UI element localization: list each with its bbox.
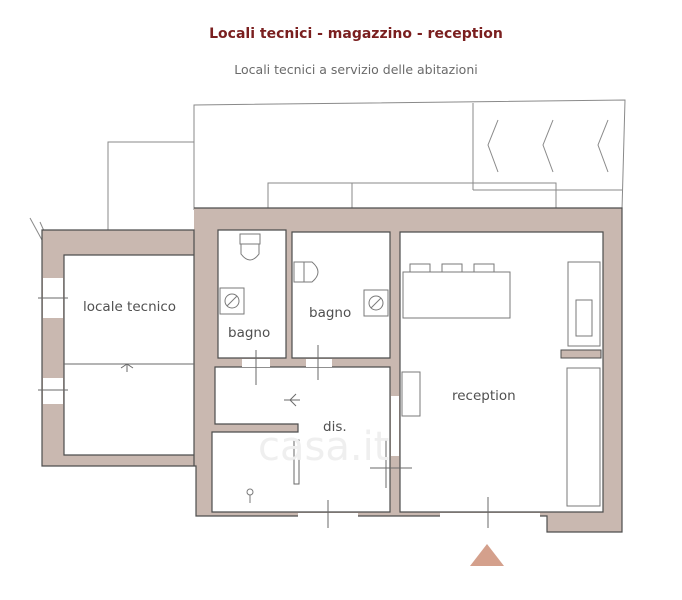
plan-title: Locali tecnici - magazzino - reception	[209, 26, 503, 42]
walls	[41, 207, 623, 533]
entrance-marker	[470, 544, 504, 566]
watermark: casa.it	[258, 424, 389, 470]
label-reception: reception	[452, 388, 516, 404]
label-bagno-2: bagno	[309, 305, 351, 321]
fixtures	[219, 233, 602, 507]
label-dis: dis.	[323, 419, 347, 435]
label-bagno-1: bagno	[228, 325, 270, 341]
opening-lines	[38, 297, 489, 528]
plan-subtitle: Locali tecnici a servizio delle abitazio…	[234, 62, 478, 77]
label-locale-tecnico: locale tecnico	[83, 299, 176, 315]
